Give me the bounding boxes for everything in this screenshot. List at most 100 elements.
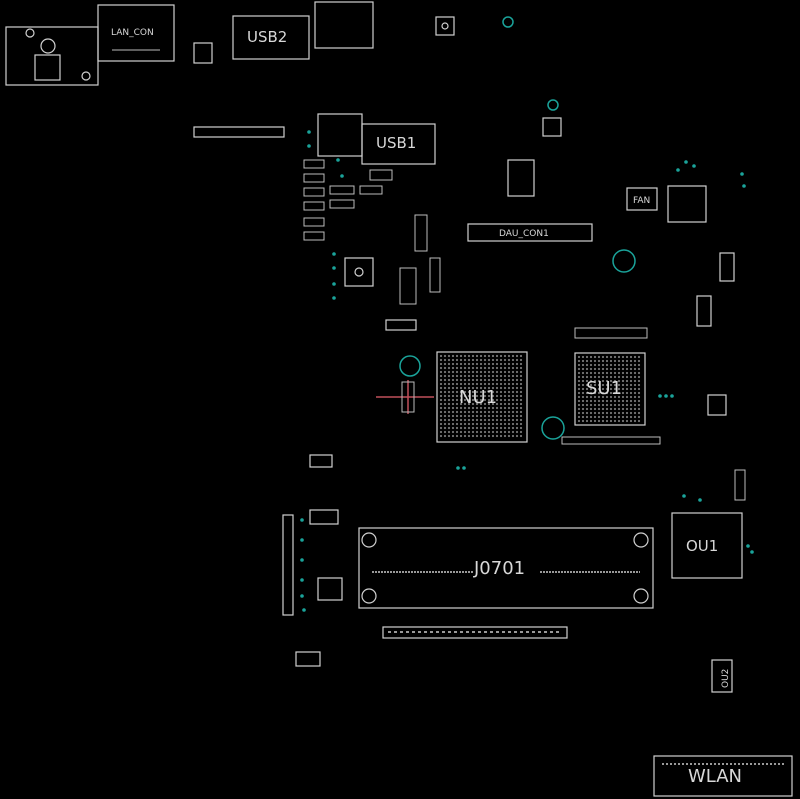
bga-ball <box>439 370 443 374</box>
bga-ball <box>633 387 637 391</box>
ic-left-mid[interactable] <box>344 257 374 287</box>
bga-ball <box>581 383 585 387</box>
resistor-pack[interactable] <box>385 319 417 331</box>
bottom-fpc-connector[interactable] <box>382 626 568 639</box>
bga-ball <box>593 367 597 371</box>
bga-ball <box>451 366 455 370</box>
bga-ball <box>475 418 479 422</box>
bga-ball <box>447 434 451 438</box>
bga-ball <box>507 358 511 362</box>
usb1-connector-footprint[interactable]: USB1 <box>317 113 436 165</box>
bga-ball <box>483 378 487 382</box>
bga-ball <box>499 366 503 370</box>
bga-ball <box>629 363 633 367</box>
bga-ball <box>593 395 597 399</box>
bga-ball <box>601 387 605 391</box>
bga-ball <box>503 358 507 362</box>
bga-ball <box>495 374 499 378</box>
component-right-2[interactable] <box>696 295 712 327</box>
bga-ball <box>589 411 593 415</box>
switch-footprint[interactable] <box>193 42 213 64</box>
bga-ball <box>455 418 459 422</box>
bga-ball <box>463 358 467 362</box>
bga-ball <box>581 415 585 419</box>
bga-ball <box>443 426 447 430</box>
component-left-low-4[interactable] <box>309 454 333 468</box>
bga-ball <box>597 411 601 415</box>
bga-ball <box>447 382 451 386</box>
su1-bga-chip[interactable]: SU1 <box>574 352 646 426</box>
bga-ball <box>467 382 471 386</box>
bga-ball <box>593 379 597 383</box>
bga-ball <box>507 378 511 382</box>
bga-ball <box>451 386 455 390</box>
dau-connector-footprint[interactable]: DAU_CON1 <box>467 223 593 242</box>
j0701-slot-connector[interactable]: J0701 <box>358 527 654 609</box>
bga-ball <box>629 375 633 379</box>
small-connector[interactable] <box>193 126 285 138</box>
fan-controller-ic[interactable] <box>667 185 707 223</box>
dc-jack-footprint[interactable] <box>5 26 99 86</box>
bga-ball <box>589 419 593 423</box>
nu1-bga-chip[interactable]: NU1 <box>436 351 528 443</box>
bga-ball <box>455 414 459 418</box>
via-dot <box>684 160 688 164</box>
bga-ball <box>439 410 443 414</box>
bga-ball <box>511 418 515 422</box>
ou2-component[interactable]: OU2 <box>711 659 733 693</box>
lan-connector-footprint[interactable]: LAN_CON <box>97 4 175 62</box>
bga-ball <box>467 418 471 422</box>
bga-ball <box>589 399 593 403</box>
bga-ball <box>601 379 605 383</box>
bga-ball <box>637 359 641 363</box>
bga-ball <box>499 406 503 410</box>
ou1-label: OU1 <box>686 537 718 555</box>
bga-ball <box>463 410 467 414</box>
fan-connector-footprint[interactable]: FAN <box>626 187 658 211</box>
bga-ball <box>621 387 625 391</box>
bga-ball <box>443 398 447 402</box>
component-left-low-3[interactable] <box>295 651 321 667</box>
bga-ball <box>471 418 475 422</box>
bga-ball <box>597 415 601 419</box>
component-left-low-2[interactable] <box>317 577 343 601</box>
ou1-chip[interactable]: OU1 <box>671 512 743 579</box>
top-connector-footprint[interactable] <box>314 1 374 49</box>
bga-ball <box>447 362 451 366</box>
component-right-3[interactable] <box>707 394 727 416</box>
vertical-connector[interactable] <box>282 514 294 616</box>
bga-ball <box>609 355 613 359</box>
bga-ball <box>487 358 491 362</box>
via-dot <box>332 252 336 256</box>
bga-ball <box>577 355 581 359</box>
component-right-1[interactable] <box>719 252 735 282</box>
bga-ball <box>637 363 641 367</box>
bga-ball <box>471 430 475 434</box>
bga-ball <box>515 398 519 402</box>
usb2-connector-footprint[interactable]: USB2 <box>232 15 310 60</box>
top-right-pad[interactable] <box>435 16 455 36</box>
ic-near-dau[interactable] <box>507 159 535 197</box>
left-passives-column <box>303 159 441 305</box>
bga-ball <box>479 422 483 426</box>
pad-near-dau[interactable] <box>542 117 562 137</box>
bga-ball <box>491 362 495 366</box>
bga-ball <box>455 434 459 438</box>
bga-ball <box>621 359 625 363</box>
bga-ball <box>593 407 597 411</box>
bga-ball <box>511 374 515 378</box>
component-left-low-1[interactable] <box>309 509 339 525</box>
bga-ball <box>589 363 593 367</box>
bga-ball <box>451 374 455 378</box>
bga-ball <box>519 374 523 378</box>
bga-ball <box>483 398 487 402</box>
bga-ball <box>495 362 499 366</box>
bga-ball <box>491 398 495 402</box>
bga-ball <box>487 402 491 406</box>
via-dot <box>664 394 668 398</box>
bga-ball <box>581 387 585 391</box>
bga-ball <box>467 378 471 382</box>
wlan-connector-footprint[interactable]: WLAN <box>653 755 793 797</box>
via-dau <box>547 99 559 111</box>
bga-ball <box>471 370 475 374</box>
